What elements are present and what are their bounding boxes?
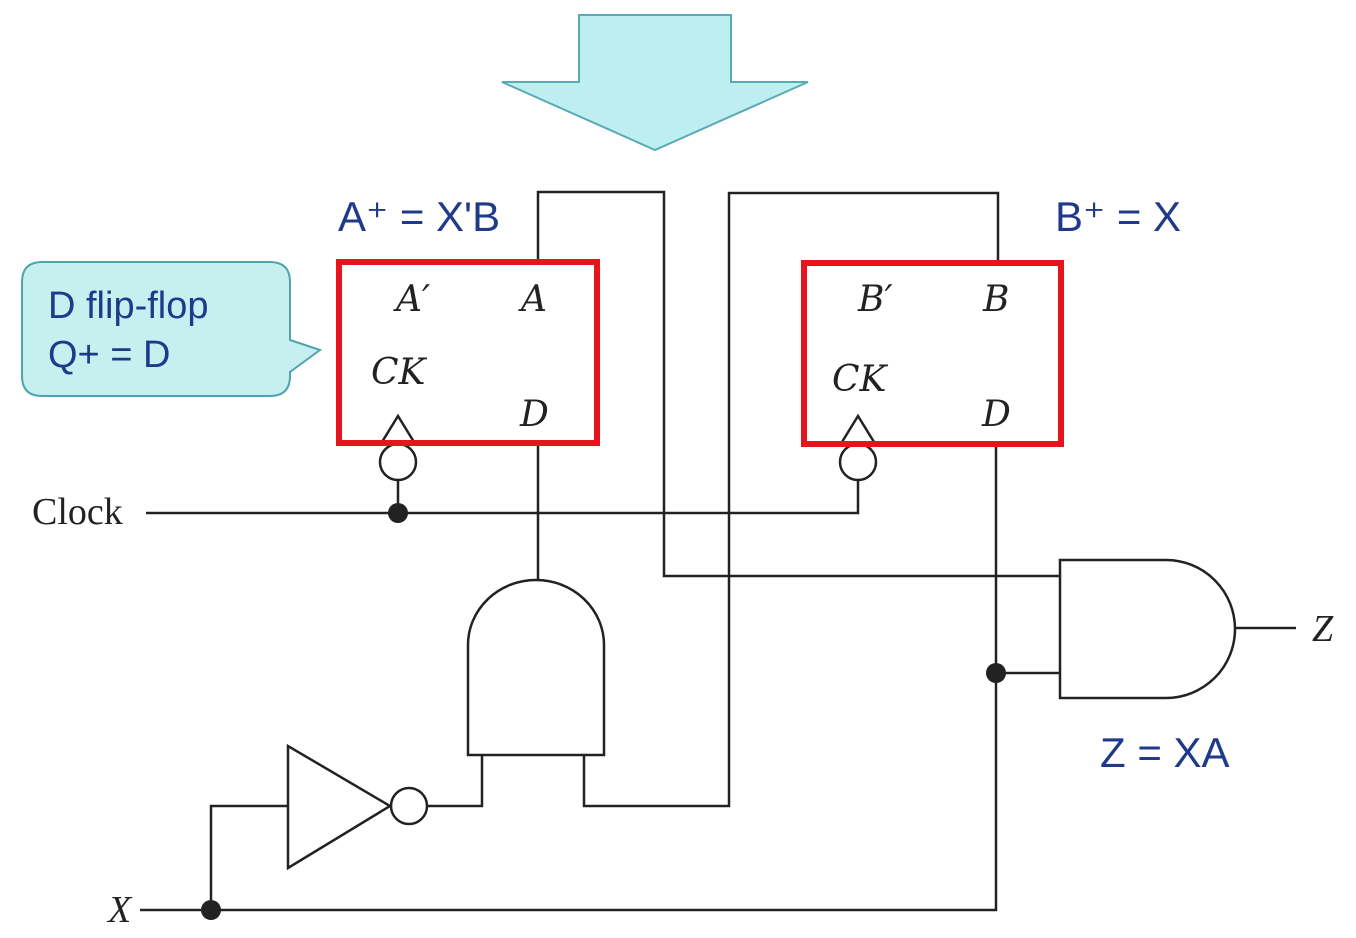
and-gate-2-icon	[1058, 558, 1237, 700]
wire-x-input	[140, 446, 998, 912]
wire-b-output	[582, 191, 1000, 808]
x-input-label: X	[106, 889, 133, 931]
clock-signal-label: Clock	[32, 491, 123, 533]
wires	[140, 190, 1296, 912]
wire-a-output	[536, 190, 1060, 578]
ff-b-q-label: B	[982, 279, 1009, 320]
ff-a-clock-label: CK	[371, 352, 428, 393]
ff-b-clock-label: CK	[832, 359, 889, 400]
ff-b-q-bar-label: B′	[857, 279, 893, 320]
not-gate-bubble-icon	[389, 786, 429, 826]
clock-inverter-bubble-b-icon	[838, 442, 878, 482]
equation-b-next: B⁺ = X	[1055, 193, 1181, 240]
wire-not-to-and1	[427, 755, 484, 808]
clock-edge-triangle-b-icon	[840, 413, 876, 443]
callout-line-1: D flip-flop	[48, 285, 209, 327]
equation-a-next: A⁺ = X'B	[338, 193, 500, 240]
callout-bubble	[21, 261, 323, 397]
down-arrow-icon	[501, 14, 809, 152]
ff-a-d-label: D	[519, 394, 549, 435]
equation-z-out: Z = XA	[1100, 729, 1230, 776]
ff-b-d-label: D	[981, 394, 1011, 435]
wire-x-to-not	[209, 804, 288, 910]
wire-clock	[146, 481, 860, 515]
and-gate-1-icon	[466, 578, 606, 757]
clock-edge-triangle-a-icon	[380, 413, 416, 443]
z-output-label: Z	[1312, 608, 1334, 650]
flip-flop-b-box	[801, 260, 1064, 447]
junction-x-dot	[201, 900, 221, 920]
ff-a-q-label: A	[518, 279, 547, 320]
flip-flop-a-box	[336, 259, 600, 446]
junction-clock-dot	[388, 503, 408, 523]
junction-x-and2-dot	[986, 663, 1006, 683]
clock-inverter-bubble-a-icon	[378, 442, 418, 482]
ff-a-q-bar-label: A′	[393, 279, 430, 320]
not-gate-icon	[286, 743, 393, 871]
callout-line-2: Q+ = D	[48, 334, 171, 376]
